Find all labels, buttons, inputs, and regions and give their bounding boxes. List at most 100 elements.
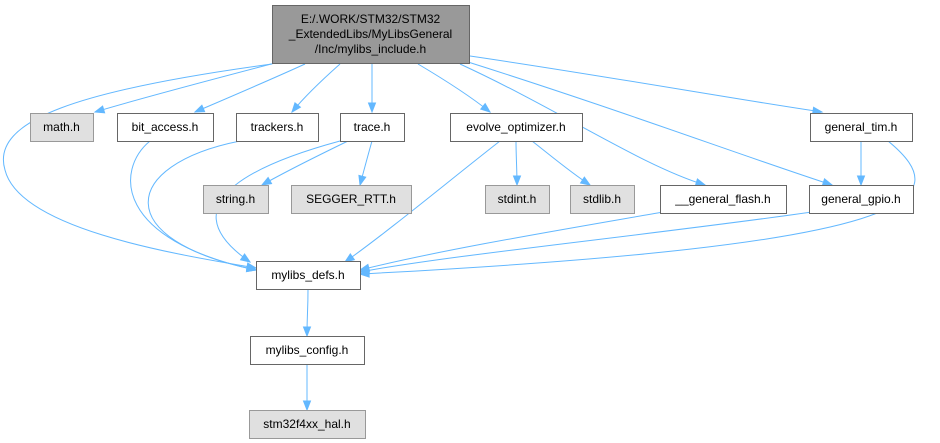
node-trace[interactable]: trace.h xyxy=(340,113,405,142)
arrowhead xyxy=(93,105,106,114)
edge-line xyxy=(417,63,491,113)
node-mylibs_config[interactable]: mylibs_config.h xyxy=(250,336,365,365)
node-box xyxy=(30,113,94,142)
node-string: string.h xyxy=(203,185,269,214)
node-math: math.h xyxy=(30,113,94,142)
arrowhead xyxy=(479,102,492,113)
node-box xyxy=(485,185,550,214)
node-general_gpio[interactable]: general_gpio.h xyxy=(809,185,914,214)
edge-evolve-to-stdlib xyxy=(531,140,592,186)
arrowhead xyxy=(694,178,707,187)
arrowhead xyxy=(856,175,866,187)
edge-line xyxy=(147,140,257,271)
edge-root-to-general_tim xyxy=(469,55,824,115)
node-label: trackers.h xyxy=(251,120,304,134)
edge-mylibs_defs-to-mylibs_config xyxy=(302,288,312,338)
arrowhead xyxy=(367,102,377,114)
edge-root-to-trace xyxy=(367,64,377,114)
node-label: trace.h xyxy=(354,120,391,134)
node-box xyxy=(810,113,913,142)
edge-general_tim-to-mylibs_defs xyxy=(358,140,916,278)
node-label: stdint.h xyxy=(498,192,537,206)
arrowhead xyxy=(343,253,356,263)
node-label: math.h xyxy=(43,120,80,134)
edge-line xyxy=(469,55,823,113)
node-label: stdlib.h xyxy=(583,192,621,206)
node-box xyxy=(256,261,361,290)
node-label: _ExtendedLibs/MyLibsGeneral xyxy=(288,27,452,41)
arrowhead xyxy=(260,176,273,186)
edge-root-to-general_gpio xyxy=(467,61,834,187)
node-root: E:/.WORK/STM32/STM32_ExtendedLibs/MyLibs… xyxy=(272,5,470,64)
arrowhead xyxy=(245,263,258,273)
edge-line xyxy=(359,211,813,273)
arrowhead xyxy=(239,253,252,263)
node-box xyxy=(570,185,635,214)
node-box xyxy=(249,410,366,439)
arrowhead xyxy=(579,176,592,186)
node-label: string.h xyxy=(216,192,255,206)
edge-general_gpio-to-mylibs_defs xyxy=(358,211,813,275)
arrowhead xyxy=(358,174,367,187)
edge-general_tim-to-general_gpio xyxy=(856,141,866,187)
node-segger: SEGGER_RTT.h xyxy=(291,185,412,214)
nodes-layer: E:/.WORK/STM32/STM32_ExtendedLibs/MyLibs… xyxy=(30,5,914,439)
node-trackers[interactable]: trackers.h xyxy=(236,113,319,142)
node-box xyxy=(660,185,787,214)
node-stdlib: stdlib.h xyxy=(570,185,635,214)
node-box xyxy=(236,113,319,142)
edge-line xyxy=(291,63,341,113)
node-stm32: stm32f4xx_hal.h xyxy=(249,410,366,439)
edge-root-to-bit_access xyxy=(193,63,306,113)
node-mylibs_defs[interactable]: mylibs_defs.h xyxy=(256,261,361,290)
node-label: mylibs_defs.h xyxy=(271,268,344,282)
edge-root-to-evolve xyxy=(417,63,492,113)
node-evolve[interactable]: evolve_optimizer.h xyxy=(450,113,583,142)
node-general_flash[interactable]: __general_flash.h xyxy=(660,185,787,214)
node-label: __general_flash.h xyxy=(674,192,770,206)
node-box xyxy=(117,113,214,142)
edge-line xyxy=(531,140,591,186)
edge-line xyxy=(459,63,706,186)
edge-line xyxy=(94,62,276,113)
edge-root-to-math xyxy=(93,62,276,114)
node-box xyxy=(250,336,365,365)
edge-evolve-to-mylibs_defs xyxy=(343,140,501,263)
arrowhead xyxy=(358,269,370,278)
node-box xyxy=(809,185,914,214)
node-label: general_tim.h xyxy=(825,120,898,134)
edge-line xyxy=(344,140,501,263)
node-box xyxy=(450,113,583,142)
edge-general_flash-to-mylibs_defs xyxy=(358,211,664,272)
node-box xyxy=(291,185,412,214)
edge-root-to-trackers xyxy=(291,63,341,114)
edge-trackers-to-mylibs_defs xyxy=(147,140,258,273)
node-box xyxy=(340,113,405,142)
edge-line xyxy=(194,63,306,113)
edge-trace-to-string xyxy=(260,140,349,186)
edge-mylibs_config-to-stm32 xyxy=(302,363,312,412)
edge-root-to-mylibs_defs xyxy=(3,63,273,271)
edge-line xyxy=(359,211,664,271)
arrowhead xyxy=(821,178,834,187)
node-box xyxy=(272,5,470,64)
edge-line xyxy=(467,61,833,186)
edge-line xyxy=(359,140,916,275)
node-bit_access[interactable]: bit_access.h xyxy=(117,113,214,142)
node-general_tim[interactable]: general_tim.h xyxy=(810,113,913,142)
node-label: bit_access.h xyxy=(132,120,199,134)
node-label: mylibs_config.h xyxy=(266,343,349,357)
arrowhead xyxy=(512,175,522,187)
arrowhead xyxy=(193,104,206,113)
edge-root-to-general_flash xyxy=(459,63,707,187)
edge-trace-to-segger xyxy=(358,140,373,187)
node-label: E:/.WORK/STM32/STM32 xyxy=(301,12,441,26)
node-label: stm32f4xx_hal.h xyxy=(263,417,350,431)
node-label: evolve_optimizer.h xyxy=(466,120,565,134)
arrowhead xyxy=(302,400,312,412)
edge-line xyxy=(3,63,273,269)
edge-evolve-to-stdint xyxy=(512,140,522,187)
node-label: general_gpio.h xyxy=(821,192,900,206)
node-stdint: stdint.h xyxy=(485,185,550,214)
